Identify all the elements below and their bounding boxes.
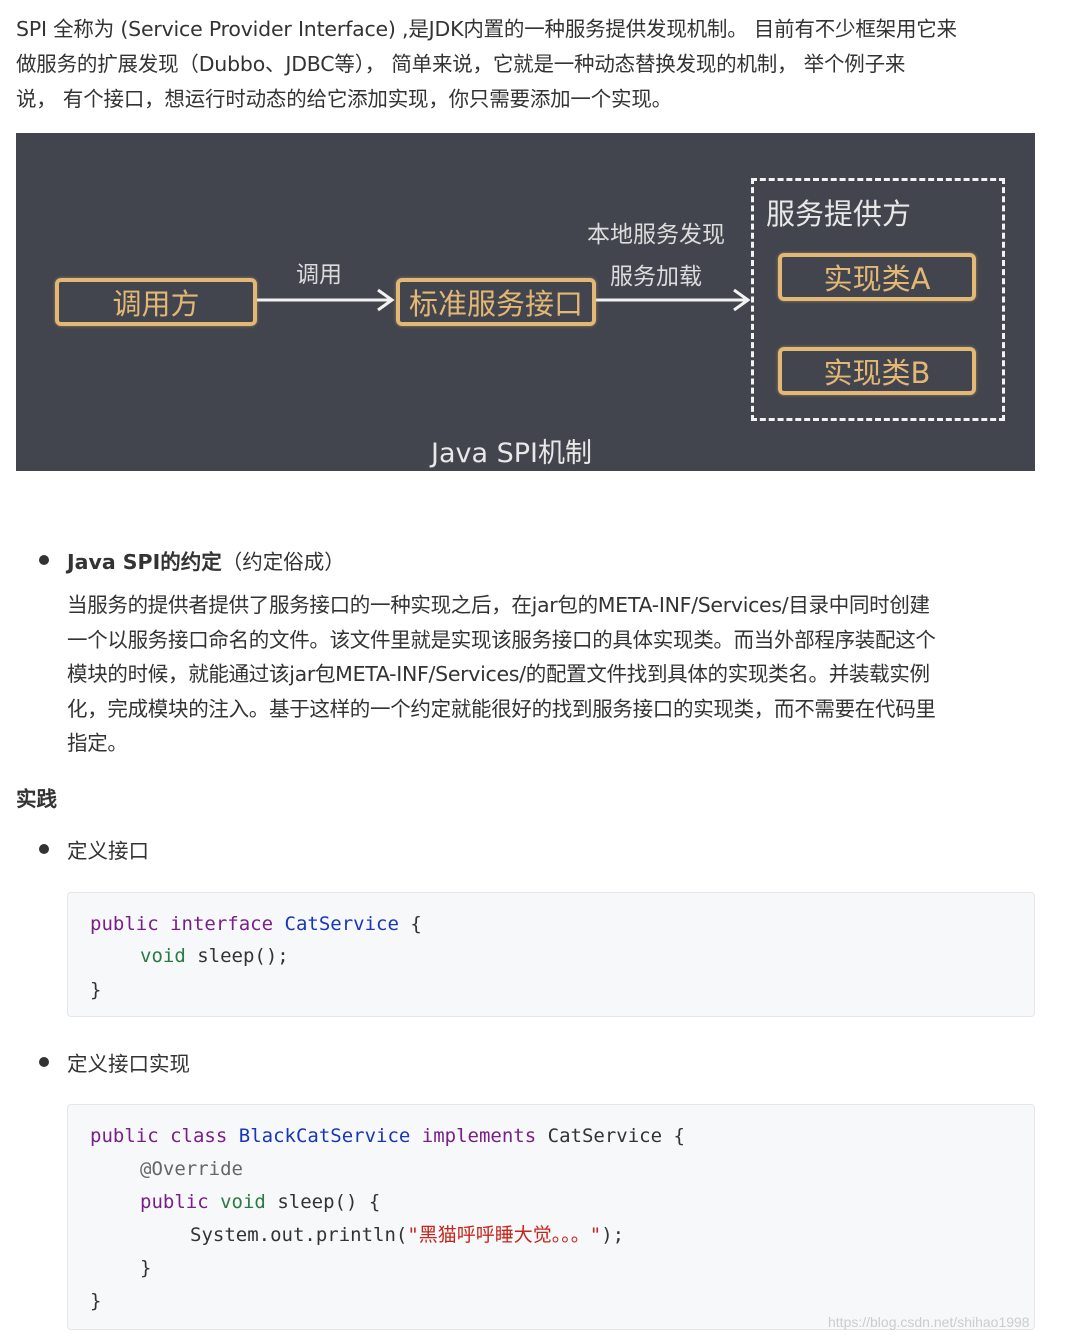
impl-a-box: 实现类A — [778, 253, 976, 301]
provider-title: 服务提供方 — [766, 197, 912, 231]
interface-label: 标准服务接口 — [408, 287, 583, 321]
loading-label: 服务加载 — [610, 264, 702, 290]
discovery-label: 本地服务发现 — [587, 222, 725, 248]
code-line: System.out.println("黑猫呼呼睡大觉。。。"); — [190, 1224, 625, 1246]
call-label: 调用 — [296, 262, 342, 288]
convention-line: 一个以服务接口命名的文件。该文件里就是实现该服务接口的具体实现类。而当外部程序装… — [67, 627, 936, 652]
convention-line: 当服务的提供者提供了服务接口的一种实现之后，在jar包的META-INF/Ser… — [67, 593, 930, 617]
code-line: @Override — [140, 1158, 243, 1180]
intro-line: 做服务的扩展发现（Dubbo、JDBC等）， 简单来说，它就是一种动态替换发现的… — [16, 52, 906, 76]
impl-b-box: 实现类B — [778, 347, 976, 395]
bullet-dot — [39, 1057, 49, 1067]
code-line: } — [90, 1290, 102, 1312]
convention-title: Java SPI的约定（约定俗成） — [67, 545, 345, 575]
step2-label: 定义接口实现 — [67, 1052, 190, 1076]
intro-line: SPI 全称为 (Service Provider Interface) ,是J… — [16, 17, 957, 41]
convention-line: 指定。 — [67, 731, 128, 755]
diagram-caption: Java SPI机制 — [431, 438, 592, 469]
code-line: public interface CatService { — [90, 913, 422, 935]
watermark: https://blog.csdn.net/shihao1998 — [828, 1314, 1030, 1330]
diagram-arrows — [256, 288, 751, 312]
convention-title-bold: Java SPI的约定 — [67, 550, 222, 574]
impl-a-label: 实现类A — [823, 262, 931, 296]
caller-box: 调用方 — [55, 278, 257, 326]
practice-heading: 实践 — [16, 787, 57, 811]
code-line: } — [90, 979, 102, 1001]
step1-label: 定义接口 — [67, 839, 149, 863]
interface-box: 标准服务接口 — [396, 278, 596, 326]
intro-paragraph: SPI 全称为 (Service Provider Interface) ,是J… — [16, 12, 1036, 117]
impl-b-label: 实现类B — [823, 356, 931, 390]
load-arrow-head — [733, 288, 751, 312]
bullet-dot — [39, 844, 49, 854]
code-block-impl: public class BlackCatService implements … — [67, 1104, 1035, 1330]
convention-line: 模块的时候，就能通过该jar包META-INF/Services/的配置文件找到… — [67, 662, 930, 686]
spi-diagram: 调用方 调用 标准服务接口 本地服务发现 服务加载 服务提供方 实现类A 实现类… — [16, 133, 1035, 471]
code-line: } — [140, 1257, 152, 1279]
call-arrow-head — [377, 288, 395, 312]
convention-line: 化，完成模块的注入。基于这样的一个约定就能很好的找到服务接口的实现类，而不需要在… — [67, 696, 936, 721]
provider-group — [751, 178, 1005, 421]
intro-line: 说， 有个接口，想运行时动态的给它添加实现，你只需要添加一个实现。 — [16, 87, 672, 111]
bullet-dot — [39, 555, 49, 565]
convention-title-note: （约定俗成） — [221, 550, 345, 574]
caller-label: 调用方 — [112, 287, 200, 321]
code-line: public class BlackCatService implements … — [90, 1125, 685, 1147]
convention-paragraph: 当服务的提供者提供了服务接口的一种实现之后，在jar包的META-INF/Ser… — [67, 588, 1042, 761]
code-line: void sleep(); — [140, 945, 289, 967]
code-line: public void sleep() { — [140, 1191, 381, 1213]
code-block-interface: public interface CatService { void sleep… — [67, 892, 1035, 1017]
